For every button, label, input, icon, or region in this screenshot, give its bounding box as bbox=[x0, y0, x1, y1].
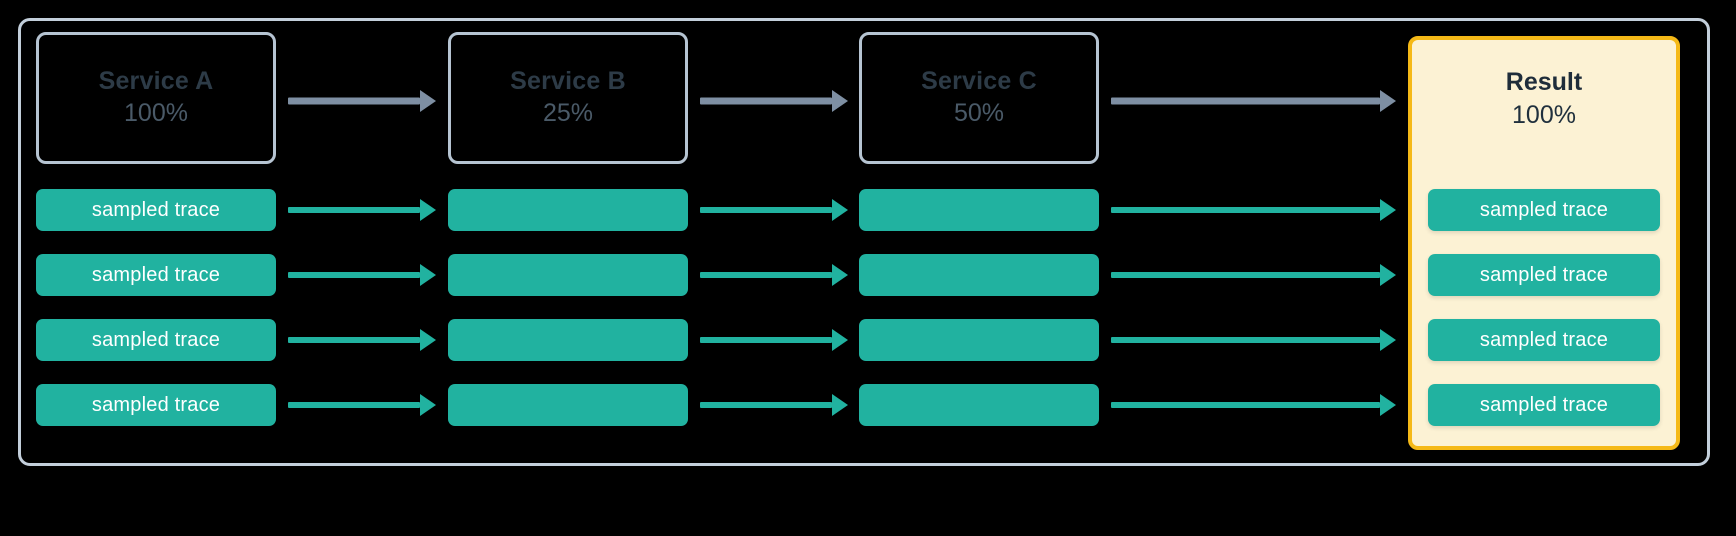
trace-label: sampled trace bbox=[1479, 198, 1609, 221]
trace-label: sampled trace bbox=[91, 263, 221, 286]
arrow-shaft bbox=[288, 97, 420, 105]
arrow-shaft bbox=[700, 402, 832, 408]
arrow-head-icon bbox=[420, 90, 436, 112]
trace-bar-b-4[interactable] bbox=[448, 384, 688, 426]
trace-bar-a-1[interactable]: sampled trace bbox=[36, 189, 276, 231]
trace-bar-c-4[interactable] bbox=[859, 384, 1099, 426]
arrow-head-icon bbox=[832, 90, 848, 112]
result-percent: 100% bbox=[1512, 101, 1576, 129]
trace-bar-b-3[interactable] bbox=[448, 319, 688, 361]
arrow-shaft bbox=[1111, 207, 1380, 213]
arrow-head-icon bbox=[1380, 90, 1396, 112]
arrow-shaft bbox=[1111, 402, 1380, 408]
service-box-service-b[interactable]: Service B 25% bbox=[448, 32, 688, 164]
arrow-head-icon bbox=[420, 394, 436, 416]
arrow-shaft bbox=[700, 97, 832, 105]
arrow-head-icon bbox=[832, 329, 848, 351]
arrow-head-icon bbox=[1380, 329, 1396, 351]
trace-bar-c-1[interactable] bbox=[859, 189, 1099, 231]
trace-label: sampled trace bbox=[1479, 328, 1609, 351]
trace-bar-result-1[interactable]: sampled trace bbox=[1428, 189, 1660, 231]
trace-bar-c-2[interactable] bbox=[859, 254, 1099, 296]
trace-bar-result-3[interactable]: sampled trace bbox=[1428, 319, 1660, 361]
arrow-head-icon bbox=[1380, 394, 1396, 416]
trace-label: sampled trace bbox=[1479, 393, 1609, 416]
trace-bar-b-2[interactable] bbox=[448, 254, 688, 296]
service-box-service-c[interactable]: Service C 50% bbox=[859, 32, 1099, 164]
arrow-head-icon bbox=[832, 199, 848, 221]
arrow-head-icon bbox=[420, 329, 436, 351]
arrow-head-icon bbox=[832, 264, 848, 286]
trace-bar-b-1[interactable] bbox=[448, 189, 688, 231]
diagram-outer-frame bbox=[18, 18, 1710, 466]
trace-label: sampled trace bbox=[91, 198, 221, 221]
arrow-shaft bbox=[288, 402, 420, 408]
arrow-shaft bbox=[288, 272, 420, 278]
arrow-shaft bbox=[288, 337, 420, 343]
arrow-shaft bbox=[700, 207, 832, 213]
service-c-name: Service C bbox=[921, 66, 1037, 95]
service-b-percent: 25% bbox=[542, 98, 594, 127]
arrow-head-icon bbox=[420, 199, 436, 221]
service-box-service-a[interactable]: Service A 100% bbox=[36, 32, 276, 164]
arrow-shaft bbox=[700, 272, 832, 278]
trace-label: sampled trace bbox=[91, 393, 221, 416]
arrow-shaft bbox=[288, 207, 420, 213]
trace-bar-a-3[interactable]: sampled trace bbox=[36, 319, 276, 361]
arrow-head-icon bbox=[1380, 264, 1396, 286]
service-b-name: Service B bbox=[510, 66, 626, 95]
arrow-shaft bbox=[700, 337, 832, 343]
service-a-percent: 100% bbox=[124, 98, 188, 127]
trace-bar-a-2[interactable]: sampled trace bbox=[36, 254, 276, 296]
arrow-shaft bbox=[1111, 337, 1380, 343]
trace-bar-c-3[interactable] bbox=[859, 319, 1099, 361]
trace-bar-result-2[interactable]: sampled trace bbox=[1428, 254, 1660, 296]
arrow-shaft bbox=[1111, 97, 1380, 105]
arrow-head-icon bbox=[1380, 199, 1396, 221]
trace-bar-a-4[interactable]: sampled trace bbox=[36, 384, 276, 426]
trace-bar-result-4[interactable]: sampled trace bbox=[1428, 384, 1660, 426]
service-c-percent: 50% bbox=[953, 98, 1005, 127]
trace-label: sampled trace bbox=[91, 328, 221, 351]
trace-label: sampled trace bbox=[1479, 263, 1609, 286]
arrow-head-icon bbox=[832, 394, 848, 416]
result-panel[interactable]: Result 100% bbox=[1408, 36, 1680, 450]
result-title: Result bbox=[1505, 68, 1583, 96]
arrow-shaft bbox=[1111, 272, 1380, 278]
arrow-head-icon bbox=[420, 264, 436, 286]
service-a-name: Service A bbox=[98, 66, 214, 95]
